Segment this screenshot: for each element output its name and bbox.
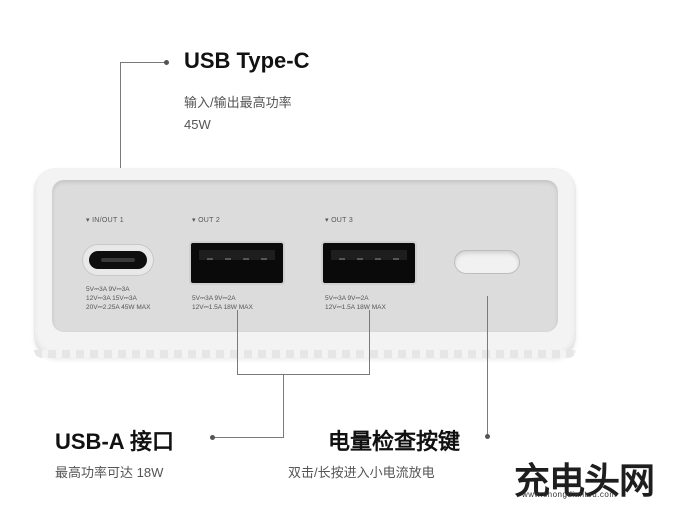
port-specs-out-2: 5V⎓3A 9V⎓2A 12V⎓1.5A 18W MAX [192, 295, 253, 311]
port-label-out-2: ▾ OUT 2 [192, 217, 221, 224]
port-label-out-3: ▾ OUT 3 [325, 217, 354, 224]
battery-check-button[interactable] [454, 250, 520, 274]
usb-a-pin [243, 258, 249, 260]
button-leader-v [487, 296, 488, 437]
usb-a-leader-dot [210, 435, 215, 440]
usb-a-port-out-2 [191, 243, 283, 283]
usb-c-leader-dot [164, 60, 169, 65]
watermark-url: www.chongdiantou.com [522, 490, 617, 499]
usb-c-leader-h [120, 62, 166, 63]
usb-a-pin [261, 258, 267, 260]
usb-a-pin [375, 258, 381, 260]
button-leader-dot [485, 434, 490, 439]
usb-a-pin [339, 258, 345, 260]
usb-a-tongue [199, 250, 275, 260]
usb-a-leader-left [237, 310, 238, 374]
usb-a-leader-v [283, 374, 284, 437]
usb-c-power: 45W [184, 117, 211, 132]
usb-c-desc: 输入/输出最高功率 [184, 95, 292, 110]
usb-a-pin [357, 258, 363, 260]
usb-a-leader-h [214, 437, 284, 438]
usb-c-port-opening [89, 251, 147, 269]
port-specs-in-out-1: 5V⎓3A 9V⎓3A 12V⎓3A 15V⎓3A 20V⎓2.25A 45W … [86, 286, 151, 311]
button-desc: 双击/长按进入小电流放电 [288, 465, 435, 480]
usb-a-pin [207, 258, 213, 260]
usb-a-title: USB-A 接口 [55, 429, 174, 454]
power-bank-bumper [34, 350, 576, 358]
usb-c-port [83, 245, 153, 275]
usb-a-desc: 最高功率可达 18W [55, 465, 164, 480]
usb-a-leader-bracket [237, 374, 370, 375]
usb-c-title: USB Type-C [184, 48, 310, 73]
watermark-logo: 充电头网 www.chongdiantou.com [514, 452, 666, 502]
usb-a-pin [393, 258, 399, 260]
button-title: 电量检查按键 [328, 429, 461, 454]
usb-c-port-tongue [101, 258, 135, 262]
watermark-logo-text: 充电头网 [514, 461, 655, 502]
usb-a-pin [225, 258, 231, 260]
usb-a-port-out-3 [323, 243, 415, 283]
port-label-in-out-1: ▾ IN/OUT 1 [86, 217, 124, 224]
port-specs-out-3: 5V⎓3A 9V⎓2A 12V⎓1.5A 18W MAX [325, 295, 386, 311]
usb-c-leader-v [120, 62, 121, 207]
usb-a-tongue [331, 250, 407, 260]
usb-a-leader-right [369, 310, 370, 374]
